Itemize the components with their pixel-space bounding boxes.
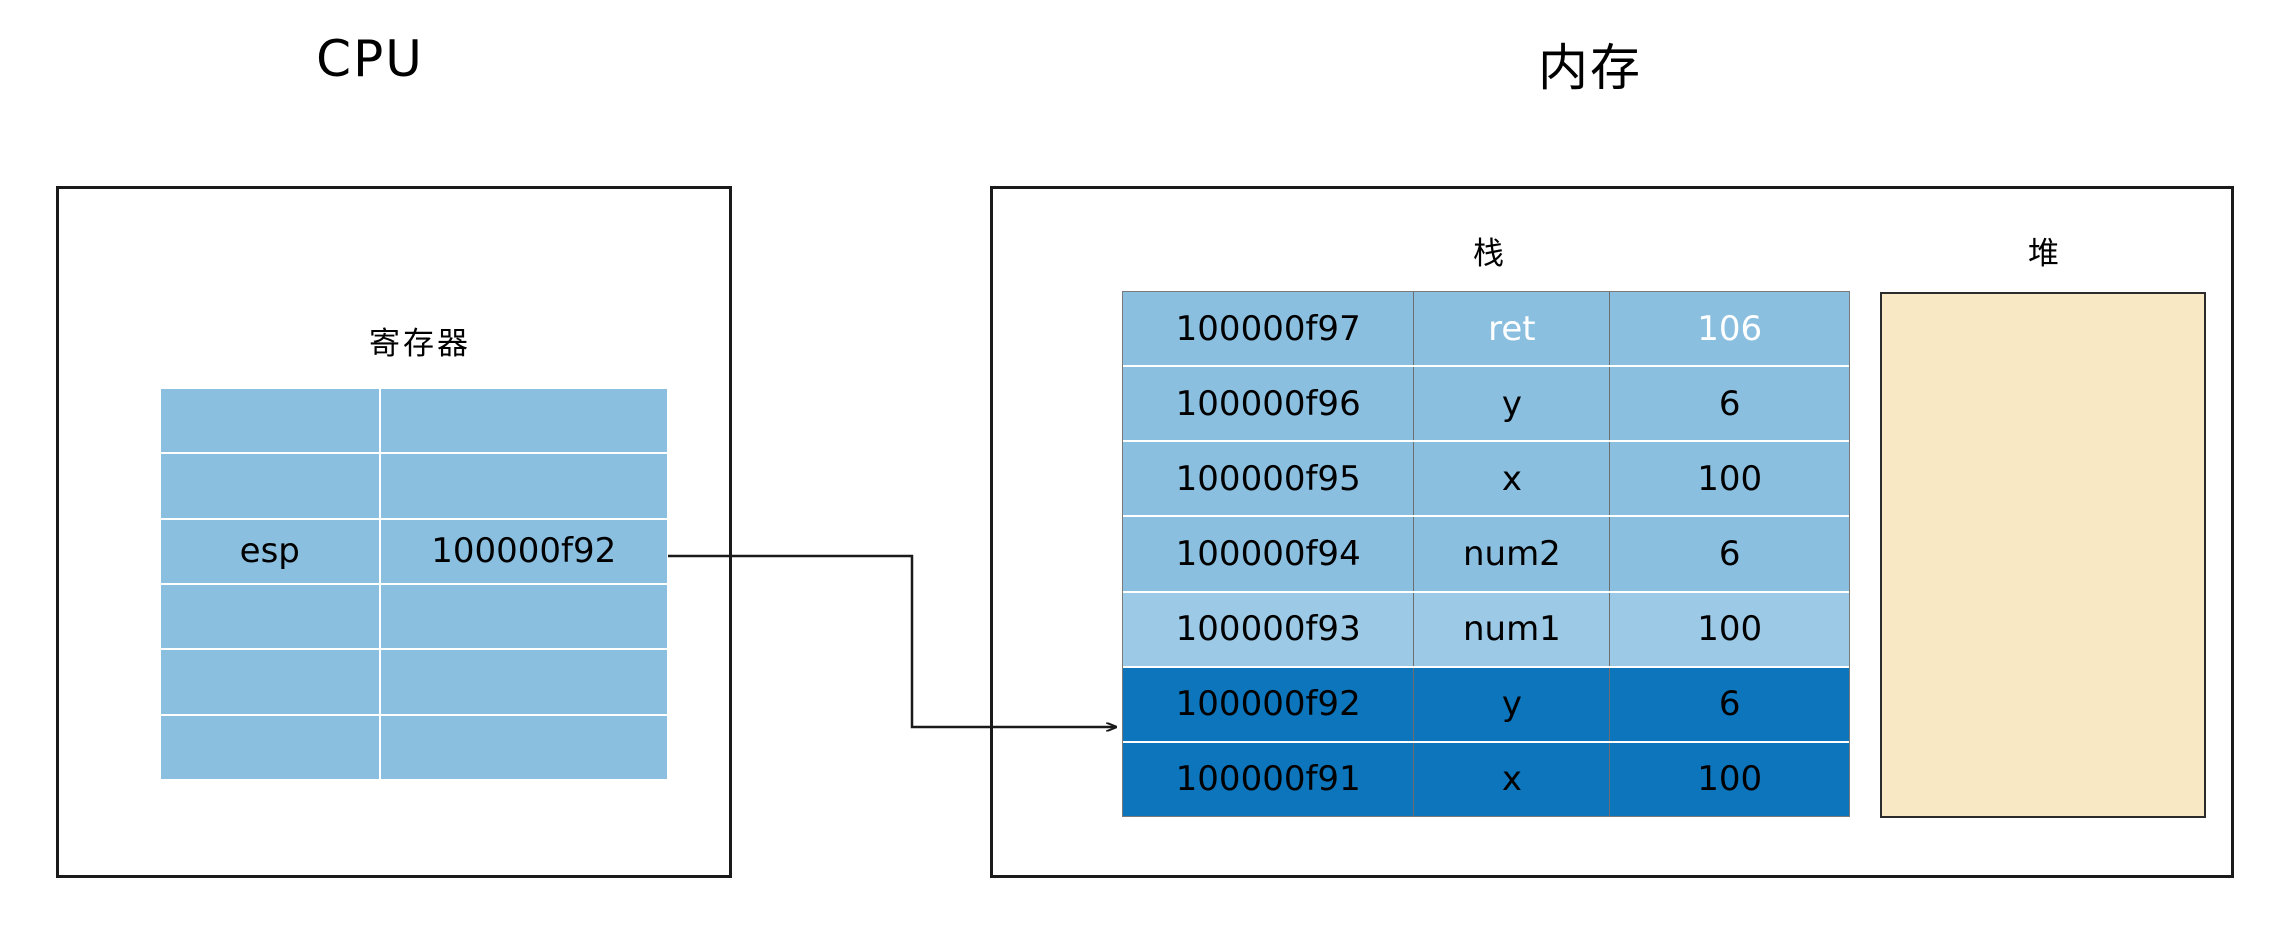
stack-cell-value: 100 xyxy=(1609,592,1849,666)
stack-cell-address: 100000f94 xyxy=(1175,533,1361,574)
stack-row-highlighted: 100000f92 y 6 xyxy=(1123,667,1849,743)
register-value xyxy=(378,454,667,518)
stack-row: 100000f96 y 6 xyxy=(1123,367,1849,443)
stack-cell-value: 106 xyxy=(1609,292,1849,366)
stack-label: 栈 xyxy=(1473,236,1507,272)
register-label: 寄存器 xyxy=(369,326,471,362)
stack-cell-value: 6 xyxy=(1609,667,1849,741)
stack-cell-value: 6 xyxy=(1609,517,1849,591)
stack-cell-name: y xyxy=(1413,667,1609,741)
stack-cell-value: 100 xyxy=(1609,742,1849,816)
stack-cell-name: x xyxy=(1413,742,1609,816)
stack-cell-address: 100000f96 xyxy=(1175,383,1361,424)
cpu-title: CPU xyxy=(316,30,424,88)
stack-cell-address: 100000f91 xyxy=(1175,759,1361,800)
register-row xyxy=(161,584,667,651)
stack-cell-name: x xyxy=(1413,442,1609,516)
stack-row: 100000f93 num1 100 xyxy=(1123,592,1849,668)
stack-cell-name: y xyxy=(1413,367,1609,441)
stack-cell-address: 100000f93 xyxy=(1175,609,1361,650)
register-value xyxy=(378,650,667,714)
stack-row: 100000f97 ret 106 xyxy=(1123,292,1849,368)
stack-cell-value: 100 xyxy=(1609,442,1849,516)
stack-cell-name: num2 xyxy=(1413,517,1609,591)
stack-table: 100000f97 ret 106 100000f96 y 6 100000f9… xyxy=(1122,291,1850,817)
register-table: esp 100000f92 xyxy=(161,389,667,779)
register-name xyxy=(161,454,379,517)
stack-cell-value: 6 xyxy=(1609,367,1849,441)
stack-row: 100000f95 x 100 xyxy=(1123,442,1849,518)
register-value xyxy=(378,715,667,779)
register-row xyxy=(161,715,667,779)
stack-cell-address: 100000f95 xyxy=(1175,458,1361,499)
register-row xyxy=(161,650,667,716)
heap-box xyxy=(1880,292,2206,818)
stack-cell-address: 100000f92 xyxy=(1175,684,1361,725)
register-name xyxy=(161,389,379,452)
register-value xyxy=(378,389,667,453)
register-value-esp: 100000f92 xyxy=(378,519,667,583)
stack-cell-name: ret xyxy=(1413,292,1609,366)
stack-row: 100000f94 num2 6 xyxy=(1123,517,1849,593)
register-row xyxy=(161,389,667,455)
stack-row-highlighted: 100000f91 x 100 xyxy=(1123,742,1849,816)
register-name xyxy=(161,585,379,648)
register-value xyxy=(378,584,667,649)
register-row xyxy=(161,454,667,520)
memory-title: 内存 xyxy=(1538,39,1642,97)
stack-cell-name: num1 xyxy=(1413,592,1609,666)
heap-label: 堆 xyxy=(2028,236,2062,272)
register-name xyxy=(161,716,379,779)
register-name xyxy=(161,650,379,713)
stack-cell-address: 100000f97 xyxy=(1175,308,1361,349)
register-row-esp: esp 100000f92 xyxy=(161,519,667,585)
register-name-esp: esp xyxy=(239,531,300,572)
